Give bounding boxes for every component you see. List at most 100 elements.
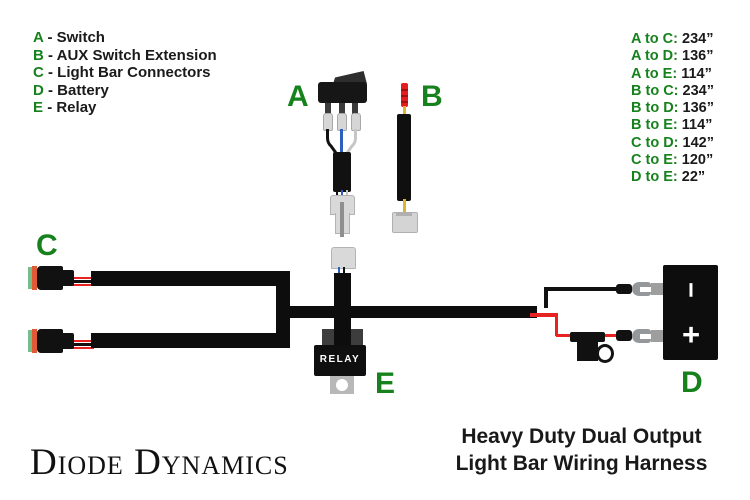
positive-wire-horizontal	[530, 313, 558, 317]
aux-red-stripe	[401, 89, 408, 91]
lightbar-connector-bottom-step	[63, 333, 74, 349]
measurement-row: A to E: 114”	[631, 66, 714, 83]
legend-item-aux: B - AUX Switch Extension	[33, 47, 217, 65]
legend-letter: D	[33, 81, 44, 99]
connector-pin	[340, 202, 344, 237]
fuse-holder-body	[577, 342, 598, 361]
switch-pin	[339, 103, 345, 114]
legend-label: - Battery	[48, 81, 109, 99]
relay-mount-hole	[336, 379, 348, 391]
connector-wedge-orange	[32, 266, 37, 290]
measurement-label: A to E:	[631, 65, 678, 82]
harness-bar-top	[91, 271, 290, 286]
blue-wire-stub	[341, 190, 343, 197]
battery-plus-symbol: +	[681, 317, 701, 352]
wire-crimp	[616, 330, 632, 341]
legend-label: - Switch	[47, 29, 105, 46]
measurement-row: B to C: 234”	[631, 83, 714, 100]
harness-bar-bottom	[91, 333, 290, 348]
product-title: Heavy Duty Dual Output Light Bar Wiring …	[430, 424, 733, 477]
legend-label: - Relay	[47, 99, 97, 117]
legend-item-connectors: C - Light Bar Connectors	[33, 64, 217, 82]
label-d-battery: D	[681, 366, 703, 399]
fuse-holder-cap	[570, 332, 605, 342]
blue-wire-stub	[338, 267, 340, 274]
relay-center-feed	[334, 329, 351, 346]
measurement-row: C to E: 120”	[631, 152, 714, 169]
measurement-label: C to E:	[631, 152, 678, 169]
legend-letter: B	[33, 46, 44, 64]
gray-wire-stub	[346, 190, 348, 197]
measurements-list: A to C: 234” A to D: 136” A to E: 114” B…	[631, 31, 714, 187]
black-wire	[72, 280, 94, 283]
relay-body: RELAY	[314, 345, 366, 376]
positive-wire-to-fuse	[556, 333, 576, 337]
switch-pin	[352, 103, 358, 114]
measurement-label: C to D:	[631, 134, 679, 151]
label-a-switch: A	[287, 80, 309, 113]
lightbar-connector-top	[37, 266, 63, 290]
legend-letter: E	[33, 99, 44, 117]
legend-item-battery: D - Battery	[33, 82, 217, 100]
fork-terminal-notch	[640, 286, 651, 292]
measurement-value: 114”	[681, 65, 712, 82]
negative-wire-vertical	[544, 288, 548, 308]
connector-wedge-orange	[32, 329, 37, 353]
wire-crimp	[616, 283, 632, 294]
positive-wire-vertical	[554, 313, 558, 336]
measurement-value: 22”	[681, 169, 706, 186]
legend-label: - AUX Switch Extension	[48, 46, 217, 64]
harness-bar-vertical	[276, 271, 290, 348]
lightbar-connector-bottom	[37, 329, 63, 353]
switch-wire-sleeve	[333, 152, 351, 192]
aux-connector-lip	[396, 212, 412, 216]
legend-label: - Light Bar Connectors	[48, 64, 211, 82]
fuse-lanyard-ring	[596, 344, 614, 363]
harness-bar-switch-drop	[334, 273, 351, 333]
battery-post-positive	[651, 330, 663, 342]
measurement-row: B to D: 136”	[631, 100, 714, 117]
positive-wire-from-fuse	[600, 333, 619, 337]
red-wire	[72, 276, 94, 279]
black-wire-stub	[343, 267, 345, 274]
diode-dynamics-logo: Diode Dynamics	[30, 442, 289, 483]
measurement-label: B to C:	[631, 82, 679, 99]
measurement-value: 234”	[682, 82, 714, 99]
relay-label: RELAY	[319, 354, 361, 365]
measurement-label: A to C:	[631, 31, 678, 47]
product-title-line1: Heavy Duty Dual Output	[461, 425, 702, 448]
aux-red-stripe	[401, 101, 408, 103]
harness-bar-main	[288, 306, 537, 318]
legend: A - Switch B - AUX Switch Extension C - …	[33, 29, 217, 117]
label-c-connectors: C	[36, 229, 58, 262]
lightbar-connector-top-step	[63, 270, 74, 286]
measurement-label: B to E:	[631, 117, 678, 134]
switch-wires	[326, 129, 357, 154]
relay-terminal	[350, 329, 363, 346]
fork-terminal-notch	[640, 333, 651, 339]
relay-terminal	[322, 329, 335, 346]
measurement-row: A to D: 136”	[631, 48, 714, 65]
connector-seal-green	[28, 330, 32, 352]
legend-letter: A	[33, 29, 44, 46]
product-title-line2: Light Bar Wiring Harness	[455, 451, 708, 475]
negative-wire-horizontal	[544, 287, 620, 291]
battery-minus-symbol: −	[676, 282, 707, 298]
switch-pin	[325, 103, 331, 114]
yellow-wire	[403, 199, 406, 213]
measurement-label: B to D:	[631, 100, 679, 117]
black-wire-stub	[336, 190, 338, 197]
measurement-row: A to C: 234”	[631, 31, 714, 48]
measurement-row: B to E: 114”	[631, 117, 714, 134]
red-wire	[72, 283, 94, 286]
measurement-value: 234”	[682, 31, 714, 47]
label-b-aux: B	[421, 80, 443, 113]
gray-wire	[345, 129, 357, 154]
black-wire	[72, 343, 94, 346]
connector-seal-green	[28, 267, 32, 289]
legend-letter: C	[33, 64, 44, 82]
yellow-wire	[403, 106, 406, 116]
measurement-value: 114”	[681, 117, 713, 134]
measurement-label: D to E:	[631, 169, 678, 186]
aux-cable-sleeve	[397, 114, 411, 201]
